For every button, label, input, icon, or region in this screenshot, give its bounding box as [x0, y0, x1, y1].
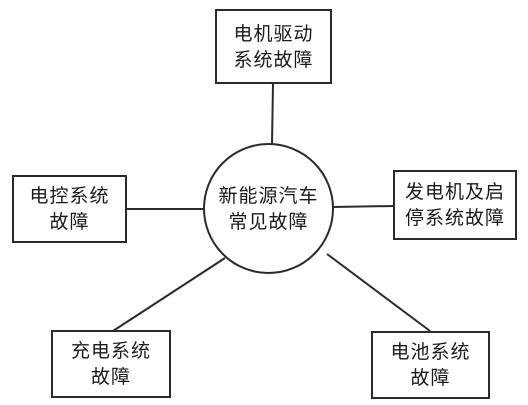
node-label-line2: 故障	[90, 366, 131, 388]
connector-bottom-right	[326, 253, 431, 332]
connector-top	[271, 83, 274, 145]
center-node-label-line2: 常见故障	[228, 210, 309, 233]
center-node-label-line1: 新能源汽车	[218, 184, 319, 207]
node-label-line1: 充电系统	[70, 340, 151, 362]
connector-bottom-left	[112, 257, 226, 332]
center-node-common-faults: 新能源汽车 常见故障	[203, 143, 334, 274]
node-label-line1: 电控系统	[29, 185, 110, 207]
connector-right	[332, 205, 394, 208]
node-label-line2: 故障	[410, 367, 451, 389]
node-generator-start-stop-fault: 发电机及启 停系统故障	[393, 170, 517, 240]
node-charging-system-fault: 充电系统 故障	[51, 330, 171, 398]
node-label-line2: 故障	[49, 211, 90, 233]
node-motor-drive-fault: 电机驱动 系统故障	[215, 9, 332, 84]
node-label-line1: 电机驱动	[233, 22, 314, 45]
node-electric-control-fault: 电控系统 故障	[12, 175, 127, 243]
node-label-line1: 发电机及启	[404, 181, 505, 203]
node-label-line1: 电池系统	[390, 341, 471, 363]
node-label-line2: 系统故障	[233, 48, 314, 71]
node-battery-system-fault: 电池系统 故障	[371, 331, 490, 399]
node-label-line2: 停系统故障	[404, 207, 505, 229]
